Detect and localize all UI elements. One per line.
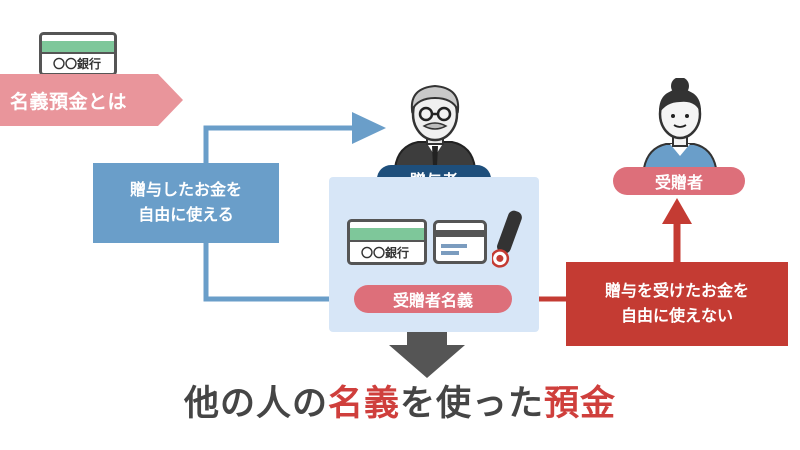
receiver-pill: 受贈者 [613,167,745,195]
seal-stamp-icon [490,208,524,274]
not-freely-usable-line2: 自由に使えない [620,306,733,325]
freely-usable-line2: 自由に使える [138,205,234,224]
down-arrow [389,332,465,378]
not-freely-usable-line1: 贈与を受けたお金を [604,281,749,301]
headline-part3: を使った [400,384,545,424]
nominee-label: 受贈者名義 [392,291,473,310]
panel-bank-label: 〇〇銀行 [361,246,410,260]
passbook-bank-label: 〇〇銀行 [53,57,102,71]
not-freely-usable-box: 贈与を受けたお金を 自由に使えない [566,262,788,346]
old-man-icon [393,84,477,169]
headline-part2: 名義 [327,384,400,424]
bank-card-icon [433,220,487,268]
freely-usable-line1: 贈与したお金を [129,180,242,200]
blue-arrow-head [352,112,386,144]
giver-figure [390,76,480,172]
headline: 他の人の名義を使った預金 [0,375,800,426]
nominee-pill: 受贈者名義 [354,285,512,313]
red-arrow-head [662,198,692,224]
receiver-figure [640,77,720,172]
woman-icon [642,77,718,169]
freely-usable-box: 贈与したお金を 自由に使える [93,163,279,243]
panel-passbook-icon: 〇〇銀行 [347,219,427,265]
headline-part4: 預金 [544,384,617,424]
headline-part1: 他の人の [183,384,328,424]
passbook-icon: 〇〇銀行 [39,32,117,76]
title-banner: 名義預金とは [0,74,183,126]
title-banner-label: 名義預金とは [10,90,128,113]
receiver-label: 受贈者 [654,173,703,192]
